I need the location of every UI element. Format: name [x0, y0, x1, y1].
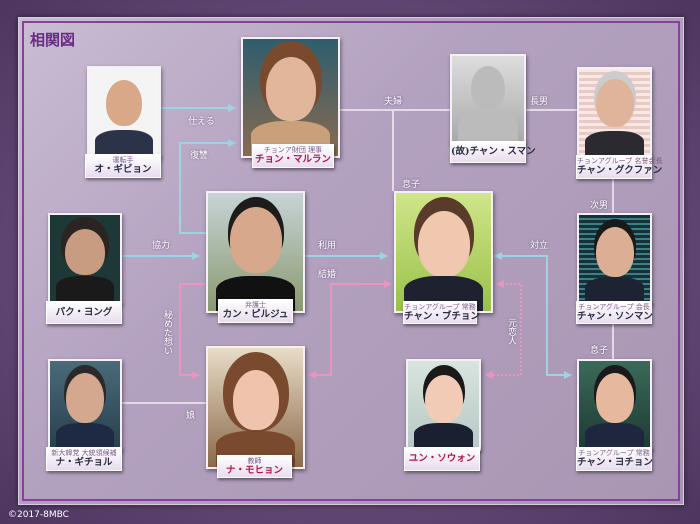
- page-title: 相関図: [30, 31, 76, 49]
- line-marriage: [308, 280, 392, 379]
- role-text: チョンアグループ 名誉会長: [577, 157, 663, 165]
- label-oh-gibyeon: 運転手オ・ギビョン: [85, 154, 161, 178]
- relation-son-bucheon: 息子: [402, 180, 421, 190]
- photo-chang-sonman[interactable]: [577, 213, 652, 305]
- role-text: 弁護士: [245, 301, 266, 309]
- role-text: チョンアグループ 会長: [578, 303, 650, 311]
- photo-chang-suman-silhouette[interactable]: [450, 54, 526, 144]
- label-chang-bucheon: チョンアグループ 常務チャン・ブチョン: [403, 301, 480, 324]
- label-chang-gukhwan: チョンアグループ 名誉会長チャン・グクファン: [576, 155, 663, 179]
- role-text: チョンアグループ 常務: [404, 303, 476, 311]
- name-text: チャン・ヨチョン: [577, 456, 653, 468]
- photo-yun-sowon[interactable]: [406, 359, 481, 451]
- name-text: パク・ヨング: [55, 307, 113, 318]
- label-chang-suman: (故)チャン・スマン: [450, 141, 536, 163]
- relation-serve: 仕える: [188, 117, 215, 127]
- relation-use: 利用: [318, 241, 337, 251]
- label-chang-yochon: チョンアグループ 常務チャン・ヨチョン: [576, 447, 653, 471]
- name-text: オ・ギビョン: [94, 163, 152, 175]
- photo-oh-gibyeon[interactable]: [87, 66, 161, 158]
- role-text: 教師: [247, 457, 262, 465]
- relation-son-yochon: 息子: [590, 346, 609, 356]
- relation-secret-love: 秘めた想い: [162, 310, 172, 355]
- photo-chang-yochon[interactable]: [577, 359, 652, 451]
- name-text: チャン・ソンマン: [577, 310, 653, 322]
- name-text: (故)チャン・スマン: [451, 146, 536, 157]
- line-ex-lover: [485, 280, 522, 379]
- photo-park-yonggu[interactable]: [48, 213, 122, 304]
- name-text: チャン・ブチョン: [404, 310, 480, 322]
- line-conflict: [494, 252, 572, 379]
- label-kang-pilju: 弁護士カン・ピルジュ: [218, 299, 293, 323]
- label-jeon-malran: チョンア財団 理事チョン・マルラン: [252, 144, 334, 168]
- relation-conflict: 対立: [530, 241, 549, 251]
- name-text: ナ・モヒョン: [225, 464, 283, 476]
- relation-second-son: 次男: [590, 201, 609, 211]
- relation-cooperate: 協力: [152, 241, 171, 251]
- line-secret-love: [179, 283, 206, 379]
- photo-na-gichol[interactable]: [48, 359, 122, 451]
- photo-chang-gukhwan[interactable]: [577, 67, 652, 159]
- photo-na-mohyon[interactable]: [206, 346, 305, 469]
- line-couple: [337, 109, 450, 191]
- relation-couple: 夫婦: [384, 97, 403, 107]
- relation-eldest-son: 長男: [530, 97, 549, 107]
- role-text: チョンアグループ 常務: [578, 449, 650, 457]
- relation-marriage: 結婚: [318, 270, 337, 280]
- line-revenge: [179, 139, 236, 234]
- relation-ex-lover: 元恋人: [506, 318, 516, 345]
- label-park-yonggu: パク・ヨング: [46, 301, 122, 324]
- copyright: ©2017-8MBC: [8, 510, 69, 520]
- name-text: ユン・ソウォン: [408, 453, 476, 464]
- label-chang-sonman: チョンアグループ 会長チャン・ソンマン: [576, 301, 653, 324]
- name-text: ナ・ギチョル: [55, 456, 113, 468]
- name-text: チャン・グクファン: [577, 164, 663, 176]
- name-text: カン・ピルジュ: [222, 308, 289, 320]
- photo-chang-bucheon[interactable]: [394, 191, 493, 313]
- photo-jeon-malran[interactable]: [241, 37, 340, 158]
- photo-kang-pilju[interactable]: [206, 191, 305, 313]
- relation-daughter: 娘: [186, 411, 196, 421]
- role-text: 新大韓党 大統領候補: [51, 449, 117, 457]
- label-na-mohyon: 教師ナ・モヒョン: [217, 455, 292, 478]
- role-text: チョンア財団 理事: [263, 146, 323, 154]
- label-na-gichol: 新大韓党 大統領候補ナ・ギチョル: [46, 447, 122, 471]
- label-yun-sowon: ユン・ソウォン: [404, 447, 480, 471]
- role-text: 運転手: [112, 156, 134, 164]
- relation-revenge: 復讐: [190, 151, 209, 161]
- name-text: チョン・マルラン: [254, 153, 331, 165]
